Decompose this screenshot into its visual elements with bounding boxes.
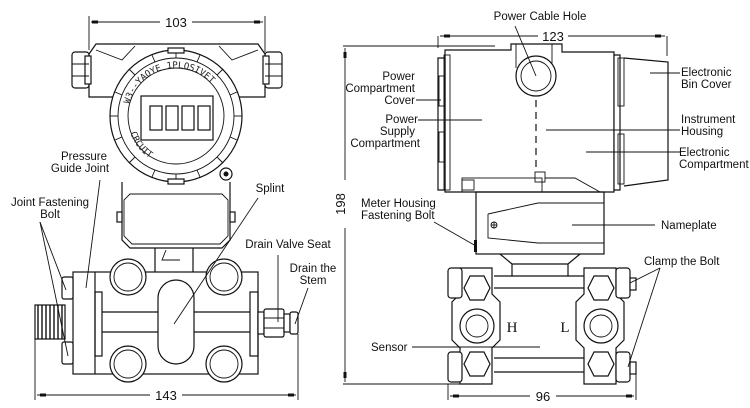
svg-text:Drain the: Drain the bbox=[290, 263, 337, 275]
electronics-neck bbox=[116, 182, 236, 272]
label-instrument-housing: Instrument Housing bbox=[546, 114, 736, 138]
label-drain-valve-seat: Drain Valve Seat bbox=[245, 239, 332, 322]
svg-text:Housing: Housing bbox=[681, 126, 723, 138]
electronics-housing bbox=[71, 43, 283, 98]
label-power-cable-hole: Power Cable Hole bbox=[494, 11, 587, 77]
sensor: H L bbox=[447, 267, 637, 385]
svg-text:Splint: Splint bbox=[256, 183, 286, 195]
power-cable-hole bbox=[515, 44, 557, 172]
label-pressure-guide-joint: Pressure Guide Joint bbox=[51, 151, 110, 289]
dimension-label: 198 bbox=[333, 193, 348, 215]
svg-text:Supply: Supply bbox=[380, 126, 415, 138]
display-cover: W3--YAOYE 1PLOSIVET CRCUIT bbox=[109, 47, 243, 185]
svg-text:Electronic: Electronic bbox=[679, 147, 730, 159]
sensor-neck bbox=[499, 253, 581, 265]
svg-text:Power: Power bbox=[382, 71, 415, 83]
label-splint: Splint bbox=[173, 183, 286, 325]
svg-text:Drain Valve Seat: Drain Valve Seat bbox=[245, 239, 331, 251]
lcd-window bbox=[140, 95, 214, 141]
clamp-bolt-top bbox=[629, 277, 637, 291]
label-meter-housing-fastening-bolt: Meter Housing Fastening Bolt bbox=[361, 198, 477, 247]
flange-bolt bbox=[205, 258, 243, 296]
pressure-guide-joint bbox=[34, 304, 66, 340]
drain-valve bbox=[257, 308, 299, 338]
svg-text:Pressure: Pressure bbox=[61, 151, 107, 163]
flange-bolt bbox=[205, 345, 243, 383]
svg-text:Guide Joint: Guide Joint bbox=[51, 163, 110, 175]
joint-bolt-top bbox=[61, 276, 74, 300]
high-pressure-port-label: H bbox=[507, 320, 518, 336]
svg-text:Joint Fastening: Joint Fastening bbox=[11, 197, 89, 209]
dimension-label: 143 bbox=[155, 388, 177, 403]
label-joint-fastening-bolt: Joint Fastening Bolt bbox=[11, 197, 89, 357]
svg-text:Clamp the Bolt: Clamp the Bolt bbox=[644, 256, 720, 268]
svg-text:Stem: Stem bbox=[300, 275, 327, 287]
svg-text:Sensor: Sensor bbox=[371, 342, 408, 354]
svg-text:Compartment: Compartment bbox=[350, 138, 420, 150]
dimension-103: 103 bbox=[88, 15, 266, 52]
svg-text:Power Cable Hole: Power Cable Hole bbox=[494, 11, 587, 23]
low-pressure-port-label: L bbox=[560, 320, 569, 336]
flange-bolt bbox=[109, 258, 147, 296]
front-view: 103 bbox=[11, 15, 336, 403]
dimension-198: 198 bbox=[333, 45, 495, 385]
svg-text:Fastening Bolt: Fastening Bolt bbox=[361, 210, 435, 222]
svg-text:Nameplate: Nameplate bbox=[661, 220, 717, 232]
clamp-bolt-bottom bbox=[629, 361, 637, 375]
svg-text:Electronic: Electronic bbox=[681, 67, 732, 79]
sensor-flange bbox=[34, 258, 299, 383]
dimension-96: 96 bbox=[447, 374, 637, 404]
svg-text:Bin Cover: Bin Cover bbox=[681, 79, 732, 91]
svg-text:Power: Power bbox=[385, 114, 418, 126]
side-view: 123 198 bbox=[333, 11, 749, 404]
svg-text:Compartment: Compartment bbox=[345, 83, 415, 95]
nameplate bbox=[474, 191, 605, 255]
svg-text:Meter Housing: Meter Housing bbox=[361, 198, 436, 210]
dimension-label: 123 bbox=[542, 29, 564, 44]
instrument-housing bbox=[437, 43, 669, 193]
label-electronic-bin-cover: Electronic Bin Cover bbox=[650, 67, 732, 91]
label-power-compartment-cover: Power Compartment Cover bbox=[345, 71, 441, 107]
svg-text:Bolt: Bolt bbox=[40, 209, 61, 221]
dimension-143: 143 bbox=[34, 334, 299, 403]
svg-text:Cover: Cover bbox=[384, 95, 415, 107]
dimension-label: 96 bbox=[536, 389, 550, 404]
svg-text:Compartment: Compartment bbox=[679, 159, 749, 171]
flange-bolt bbox=[109, 345, 147, 383]
label-drain-the-stem: Drain the Stem bbox=[290, 263, 337, 325]
label-clamp-the-bolt: Clamp the Bolt bbox=[627, 256, 720, 368]
label-electronic-compartment: Electronic Compartment bbox=[586, 147, 749, 171]
lcd-digits bbox=[149, 105, 211, 131]
label-power-supply-compartment: Power Supply Compartment bbox=[350, 114, 482, 150]
dimension-label: 103 bbox=[165, 15, 187, 30]
svg-text:Instrument: Instrument bbox=[681, 114, 736, 126]
label-sensor: Sensor bbox=[371, 342, 540, 354]
dimension-123: 123 bbox=[437, 29, 668, 56]
label-nameplate: Nameplate bbox=[572, 220, 717, 232]
